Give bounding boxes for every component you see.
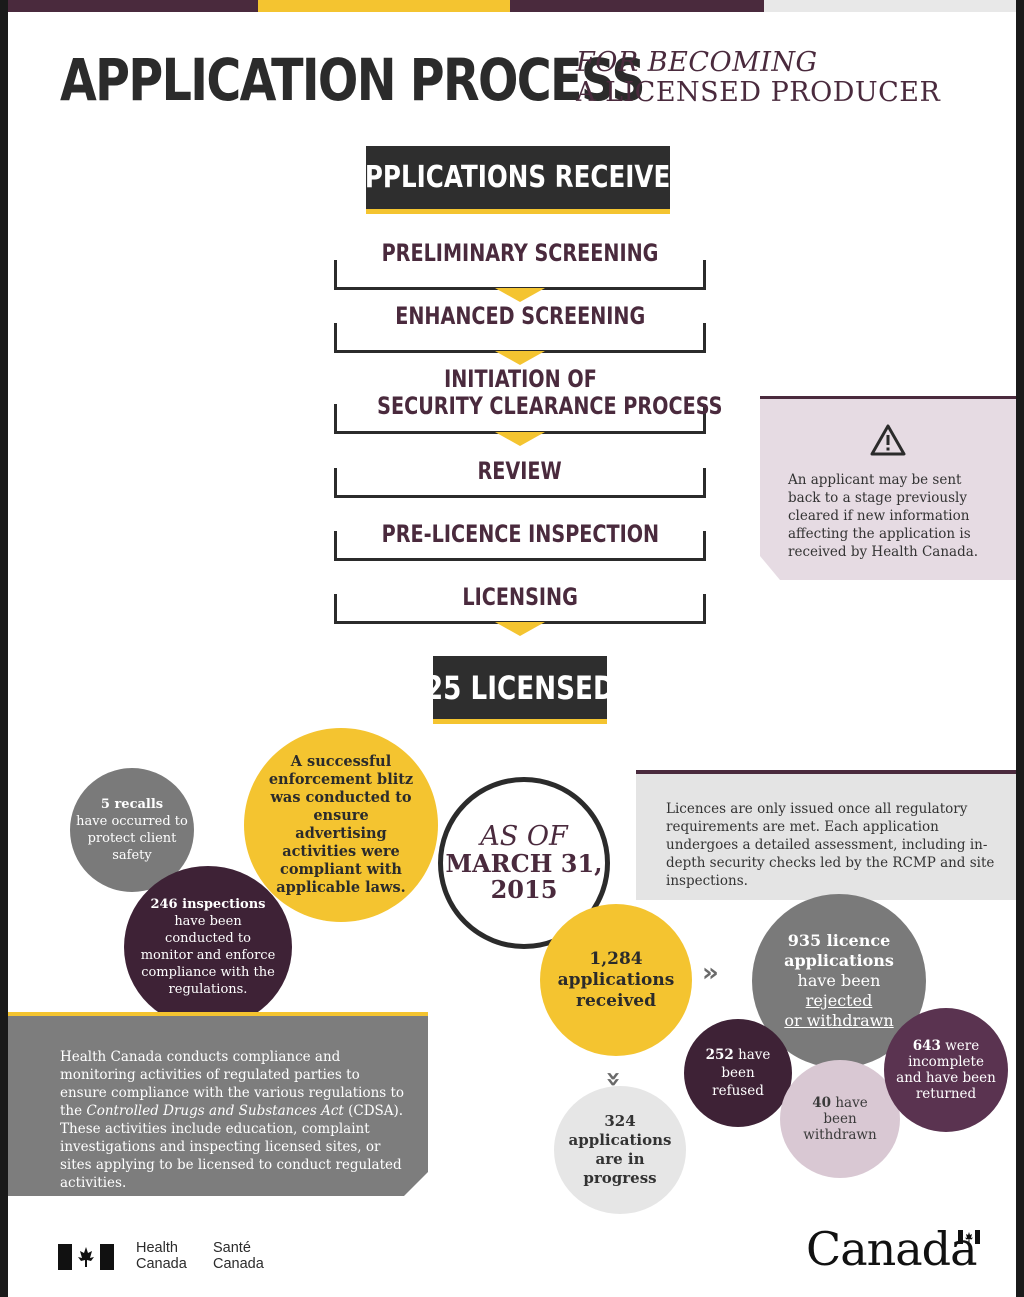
down-arrow-icon	[495, 432, 545, 446]
inspections-count: 246 inspections	[150, 897, 266, 912]
in-progress-text: 324 applications are in progress	[568, 1112, 672, 1187]
chevron-right-icon: »	[702, 958, 719, 988]
refused-circle: 252 have been refused	[684, 1019, 792, 1127]
stage-bracket	[334, 531, 706, 561]
page-title: APPLICATION PROCESS	[60, 46, 646, 114]
blitz-text: A successful enforcement blitz was condu…	[268, 753, 414, 896]
licensing-info-panel: Licences are only issued once all regula…	[636, 770, 1016, 900]
note-box: An applicant may be sent back to a stage…	[760, 396, 1016, 580]
withdrawn-count: 40	[812, 1095, 832, 1111]
rejected-count: 935 licence applications	[784, 931, 894, 970]
recalls-circle: 5 recalls have occurred to protect client…	[70, 768, 194, 892]
top-color-bar	[8, 0, 258, 12]
licensed-count-box: 25 LICENSED	[425, 656, 615, 724]
infographic-page: APPLICATION PROCESS FOR BECOMING A LICEN…	[8, 0, 1016, 1297]
stage-label: PRE-LICENCE INSPECTION	[381, 520, 659, 548]
licensing-info-text: Licences are only issued once all regula…	[666, 801, 995, 889]
enforcement-blitz-circle: A successful enforcement blitz was condu…	[244, 728, 438, 922]
licensed-count-label: 25 LICENSED	[425, 668, 615, 707]
stage-label: ENHANCED SCREENING	[394, 302, 645, 330]
compliance-info-text: Health Canada conducts compliance and mo…	[60, 1049, 405, 1191]
warning-triangle-icon	[870, 424, 906, 456]
stage-review: REVIEW	[334, 458, 706, 498]
in-progress-circle: 324 applications are in progress	[554, 1086, 686, 1214]
inspections-text: have been conducted to monitor and enfor…	[140, 914, 276, 997]
top-color-bar	[510, 0, 764, 12]
page-subtitle: FOR BECOMING A LICENSED PRODUCER	[576, 48, 940, 108]
stage-pre-licence-inspection: PRE-LICENCE INSPECTION	[334, 521, 706, 561]
down-arrow-icon	[495, 288, 545, 302]
inspections-circle: 246 inspections have been conducted to mo…	[124, 866, 292, 1028]
top-color-bar	[258, 0, 510, 12]
canada-wordmark: Canada	[806, 1222, 978, 1276]
down-arrow-icon	[495, 622, 545, 636]
recalls-text: have occurred to protect client safety	[76, 814, 188, 863]
as-of-label: AS OF	[480, 821, 568, 852]
top-color-bar	[764, 0, 1016, 12]
stage-enhanced-screening: ENHANCED SCREENING	[334, 302, 706, 365]
as-of-date: MARCH 31,	[445, 849, 603, 878]
applications-received-box: APPLICATIONS RECEIVED	[346, 146, 690, 214]
subtitle-line-2: A LICENSED PRODUCER	[576, 77, 941, 108]
incomplete-count: 643	[912, 1038, 941, 1054]
received-text: applications received	[557, 969, 675, 1011]
stage-preliminary-screening: PRELIMINARY SCREENING	[334, 239, 706, 302]
refused-count: 252	[705, 1047, 734, 1063]
incomplete-circle: 643 were incomplete and have been return…	[884, 1008, 1008, 1132]
recalls-count: 5 recalls	[100, 797, 164, 812]
stage-licensing: LICENSING	[334, 583, 706, 636]
as-of-date-circle: AS OF MARCH 31, 2015	[438, 777, 610, 949]
stage-label: REVIEW	[477, 457, 563, 485]
compliance-info-panel: Health Canada conducts compliance and mo…	[8, 1012, 428, 1196]
chevron-down-icon: »	[598, 1070, 629, 1088]
stage-label: PRELIMINARY SCREENING	[381, 239, 659, 267]
stage-bracket	[334, 468, 706, 498]
subtitle-line-1: FOR BECOMING	[576, 47, 818, 78]
applications-received-label: APPLICATIONS RECEIVED	[345, 160, 691, 195]
stage-label: INITIATION OF	[443, 365, 597, 393]
as-of-year: 2015	[490, 875, 558, 904]
down-arrow-icon	[495, 351, 545, 365]
stage-security-clearance: INITIATION OF SECURITY CLEARANCE PROCESS	[334, 365, 723, 446]
note-text: An applicant may be sent back to a stage…	[788, 472, 979, 560]
wordmark-flag-icon	[958, 1230, 980, 1244]
canada-flag-icon	[58, 1244, 114, 1270]
received-count: 1,284	[589, 948, 643, 969]
stage-label: LICENSING	[462, 583, 578, 611]
stage-label: SECURITY CLEARANCE PROCESS	[377, 392, 723, 420]
withdrawn-circle: 40 have been withdrawn	[780, 1060, 900, 1178]
